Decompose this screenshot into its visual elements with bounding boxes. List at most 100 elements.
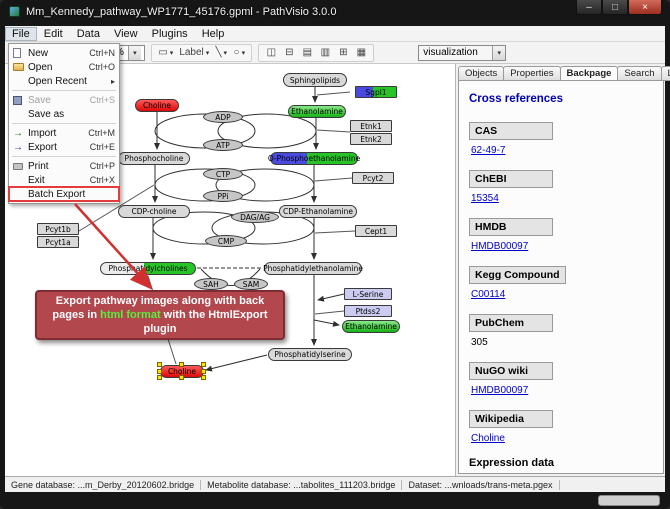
menu-item-batch-export[interactable]: Batch Export	[8, 186, 120, 202]
pathway-node-phosphatidylserine[interactable]: Phosphatidylserine	[268, 348, 352, 361]
pathway-node-pcyt1a[interactable]: Pcyt1a	[37, 236, 79, 248]
selection-handle[interactable]	[157, 368, 162, 374]
tab-objects[interactable]: Objects	[458, 66, 505, 81]
pathway-node-ptdss2[interactable]: Ptdss2	[344, 305, 392, 317]
pathway-node-phosphatidylcholines[interactable]: Phosphatidylcholines	[100, 262, 196, 275]
pathway-node-sgpl1[interactable]: Sgpl1	[355, 86, 397, 98]
pathway-node-ctp[interactable]: CTP	[203, 168, 243, 180]
pathway-node-cdp-ethanolamine[interactable]: CDP-Ethanolamine	[279, 205, 357, 218]
xref-link-kegg-compound[interactable]: C00114	[471, 289, 506, 300]
new-file-glyph	[13, 48, 21, 58]
xref-link-wikipedia[interactable]: Choline	[471, 433, 505, 444]
distribute-horizontal-button[interactable]: ⊞	[339, 47, 348, 58]
menu-item-print[interactable]: Print Ctrl+P	[9, 159, 119, 173]
menu-item-shortcut: Ctrl+N	[89, 48, 115, 58]
menu-item-label: Batch Export	[28, 188, 86, 200]
menu-item-open-recent[interactable]: Open Recent▸	[9, 74, 119, 88]
xref-header-hmdb: HMDB	[469, 218, 553, 236]
pathway-node-pcyt2[interactable]: Pcyt2	[352, 172, 394, 184]
zoom-dropdown-arrow-icon[interactable]: ▾	[127, 45, 141, 60]
selection-handle[interactable]	[179, 362, 184, 367]
visualization-select[interactable]: visualization ▾	[418, 44, 507, 61]
xref-link-nugo-wiki[interactable]: HMDB00097	[471, 385, 529, 396]
maximize-button[interactable]: □	[602, 0, 628, 15]
pathway-node-o-phosphoethanolamine[interactable]: O-Phosphoethanolamine	[267, 152, 361, 165]
menu-item-label: New	[28, 47, 49, 59]
menubar-item-help[interactable]: Help	[201, 27, 225, 40]
menu-item-save-as[interactable]: Save as	[9, 107, 119, 121]
xref-header-nugo-wiki: NuGO wiki	[469, 362, 553, 380]
xref-link-hmdb[interactable]: HMDB00097	[471, 241, 529, 252]
menu-item-label: Print	[28, 160, 49, 172]
tab-legend[interactable]: Legend	[660, 66, 670, 81]
selection-handle[interactable]	[201, 375, 206, 380]
align-left-button[interactable]: ▤	[302, 47, 313, 58]
align-center-vertical-button[interactable]: ⊟	[285, 47, 294, 58]
pathway-node-ppi[interactable]: PPi	[203, 190, 243, 202]
selection-handle[interactable]	[157, 375, 162, 380]
pathway-node-sam[interactable]: SAM	[234, 278, 268, 290]
pathway-node-choline[interactable]: Choline	[135, 99, 179, 112]
menubar-item-edit[interactable]: Edit	[43, 27, 63, 40]
submenu-arrow-icon: ▸	[110, 76, 115, 86]
xref-link-cas[interactable]: 62-49-7	[471, 145, 506, 156]
align-right-button[interactable]: ▥	[320, 47, 331, 58]
pathway-node-dag-ag[interactable]: DAG/AG	[231, 211, 279, 223]
pathway-node-cept1[interactable]: Cept1	[355, 225, 397, 237]
label-tool-button[interactable]: Label▾	[179, 47, 210, 58]
menu-separator	[12, 156, 116, 157]
menubar-item-file[interactable]: File	[5, 26, 37, 41]
menu-item-shortcut: Ctrl+P	[89, 161, 115, 171]
pathway-node-pcyt1b[interactable]: Pcyt1b	[37, 223, 79, 235]
pathway-node-sphingolipids[interactable]: Sphingolipids	[283, 73, 347, 87]
pathway-node-atp[interactable]: ATP	[203, 139, 243, 151]
statusbar: Gene database: ...m_Derby_20120602.bridg…	[5, 476, 665, 492]
shape-tool-button[interactable]: ○▾	[233, 47, 246, 58]
pathway-node-phosphocholine[interactable]: Phosphocholine	[118, 152, 190, 165]
pathway-node-etnk2[interactable]: Etnk2	[350, 133, 392, 145]
selection-handle[interactable]	[157, 362, 162, 367]
menu-item-new[interactable]: New Ctrl+N	[9, 46, 119, 60]
pathway-node-ethanolamine[interactable]: Ethanolamine	[288, 105, 346, 118]
datanode-tool-button[interactable]: ▭▾	[158, 47, 174, 58]
pathway-node-sah[interactable]: SAH	[194, 278, 228, 290]
tab-properties[interactable]: Properties	[503, 66, 561, 81]
xref-link-chebi[interactable]: 15354	[471, 193, 499, 204]
align-center-horizontal-button[interactable]: ◫	[266, 47, 277, 58]
xref-section-hmdb: HMDB HMDB00097	[469, 217, 653, 252]
selection-handle[interactable]	[201, 362, 206, 367]
line-tool-button[interactable]: ╲▾	[215, 47, 228, 58]
print-icon	[13, 162, 28, 170]
none-glyph	[13, 189, 23, 199]
pathway-node-phosphatidylethanolamine[interactable]: Phosphatidylethanolamine	[263, 262, 363, 275]
pathway-node-cmp[interactable]: CMP	[205, 235, 247, 247]
visualization-dropdown-arrow-icon[interactable]: ▾	[492, 45, 506, 60]
distribute-vertical-button[interactable]: ▦	[356, 47, 367, 58]
tab-search[interactable]: Search	[617, 66, 662, 81]
pathway-node-cdp-choline[interactable]: CDP-choline	[118, 205, 190, 218]
menubar-item-plugins[interactable]: Plugins	[151, 27, 188, 40]
tab-backpage[interactable]: Backpage	[559, 66, 619, 81]
menu-item-label: Save as	[28, 108, 65, 120]
pathway-node-ethanolamine[interactable]: Ethanolamine	[342, 320, 400, 333]
close-button[interactable]: ×	[628, 0, 662, 15]
selection-handle[interactable]	[201, 368, 206, 374]
save-glyph	[13, 95, 22, 105]
minimize-button[interactable]: –	[576, 0, 602, 15]
pathway-node-l-serine[interactable]: L-Serine	[344, 288, 392, 300]
pathway-node-adp[interactable]: ADP	[203, 111, 243, 123]
toolbar-tools-group: ▭▾ Label▾ ╲▾ ○▾	[151, 43, 253, 62]
menubar-item-view[interactable]: View	[113, 27, 138, 40]
pathway-node-etnk1[interactable]: Etnk1	[350, 120, 392, 132]
selection-handle[interactable]	[179, 375, 184, 380]
menubar-item-data[interactable]: Data	[76, 27, 100, 40]
